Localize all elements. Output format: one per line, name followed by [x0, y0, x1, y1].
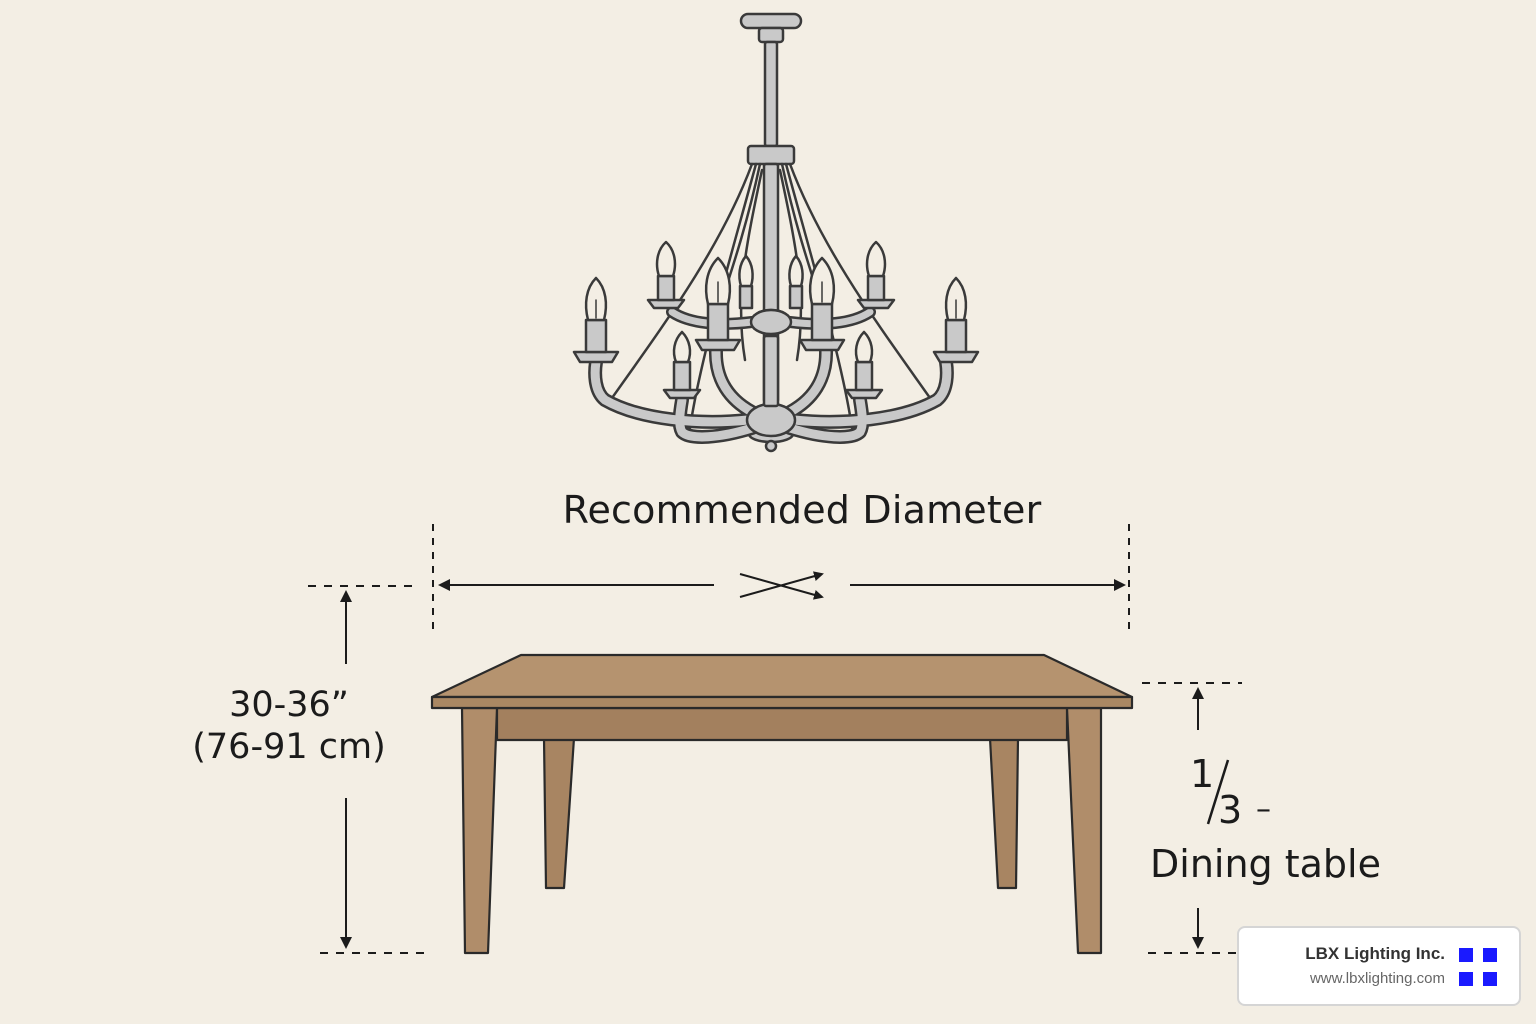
fraction-one-third: 1 3 –	[1186, 752, 1286, 836]
logo-square	[1459, 948, 1473, 962]
logo-square	[1483, 972, 1497, 986]
diameter-dimension	[432, 524, 1130, 634]
chandelier-canopy	[739, 12, 803, 30]
table-height-dimension	[1142, 682, 1242, 954]
candle-right-lower-inner	[844, 330, 884, 400]
dining-table-label: Dining table	[1150, 842, 1381, 886]
candle-back-right	[788, 254, 804, 310]
candle-left-front	[694, 256, 742, 352]
chandelier	[572, 12, 980, 453]
diameter-title: Recommended Diameter	[562, 488, 1042, 532]
watermark-company: LBX Lighting Inc.	[1305, 944, 1445, 963]
fraction-slash	[1206, 759, 1230, 825]
watermark-badge[interactable]: LBX Lighting Inc. www.lbxlighting.com	[1237, 926, 1521, 1006]
height-imperial: 30-36”	[229, 685, 349, 725]
candle-left-lower-inner	[662, 330, 702, 400]
dining-table	[430, 653, 1134, 955]
fraction-suffix: –	[1256, 792, 1271, 827]
candle-left-upper	[646, 240, 686, 310]
candle-left-outer	[572, 276, 620, 364]
chandelier-crown	[746, 144, 796, 166]
logo-square	[1459, 972, 1473, 986]
logo-icon	[1459, 948, 1499, 988]
fraction-numerator: 1	[1190, 752, 1215, 796]
height-dimension	[308, 585, 424, 954]
candle-right-outer	[932, 276, 980, 364]
height-metric: (76-91 cm)	[192, 727, 386, 767]
watermark-url[interactable]: www.lbxlighting.com	[1309, 970, 1445, 987]
height-label: 30-36” (76-91 cm)	[186, 684, 392, 768]
fraction-denominator: 3	[1218, 788, 1243, 832]
logo-square	[1483, 948, 1497, 962]
candle-back-left	[738, 254, 754, 310]
chandelier-rod	[763, 40, 779, 148]
candle-right-front	[798, 256, 846, 352]
candle-right-upper	[856, 240, 896, 310]
